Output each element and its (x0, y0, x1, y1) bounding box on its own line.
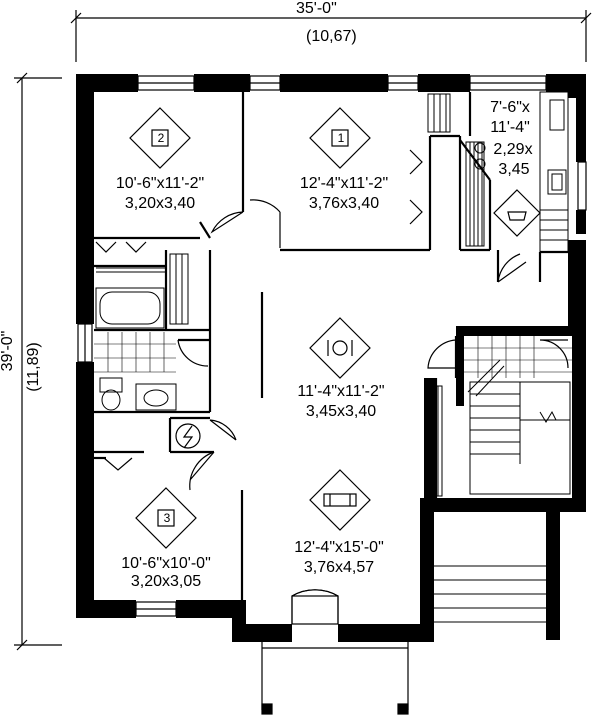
overall-width-metric-label: (10,67) (306, 28, 357, 45)
exterior-stairs (434, 565, 546, 623)
kitchen-icon (493, 189, 541, 237)
kitchen-size-metric-line2: 3,45 (498, 161, 530, 178)
bathroom-fixtures (94, 287, 177, 411)
kitchen-fixtures (474, 91, 569, 253)
kitchen-size-imperial-line2: 11'-4" (490, 119, 530, 136)
living-icon (309, 469, 371, 531)
bedroom-1-size-metric: 3,76x3,40 (308, 195, 380, 212)
interior-walls (94, 92, 568, 600)
living-size-imperial: 12'-4"x15'-0" (294, 539, 384, 556)
exterior-walls (76, 74, 586, 642)
dining-icon (309, 317, 371, 379)
bedroom-2-tag: 2 (157, 131, 165, 145)
electrical-panel-icon (175, 423, 201, 449)
stairs (467, 359, 571, 495)
bedroom-1-icon (309, 107, 371, 169)
windows (77, 75, 587, 617)
overall-depth-label: 39'-0" (0, 330, 16, 372)
closet-doors (95, 149, 423, 471)
overall-depth-metric-label: (11,89) (25, 342, 42, 392)
overall-width-label: 35'-0" (296, 0, 337, 17)
bedroom-1-tag: 1 (337, 131, 345, 145)
bedroom-3-icon (135, 487, 197, 549)
bedroom-3-tag: 3 (163, 511, 171, 525)
closet-shelves (96, 93, 485, 497)
kitchen-size-imperial-line1: 7'-6"x (490, 99, 530, 116)
dimension-lines (14, 10, 592, 651)
bedroom-1-size-imperial: 12'-4"x11'-2" (299, 175, 389, 192)
bedroom-2-icon (129, 107, 191, 169)
dining-size-metric: 3,45x3,40 (305, 403, 377, 420)
kitchen-size-metric-line1: 2,29x (493, 141, 533, 158)
bedroom-2-size-metric: 3,20x3,40 (124, 195, 196, 212)
bedroom-2-size-imperial: 10'-6"x11'-2" (115, 175, 205, 192)
dining-size-imperial: 11'-4"x11'-2" (297, 383, 385, 400)
living-size-metric: 3,76x4,57 (303, 559, 375, 576)
bedroom-3-size-metric: 3,20x3,05 (130, 573, 202, 590)
bedroom-3-size-imperial: 10'-6"x10'-0" (121, 555, 211, 572)
front-porch (261, 642, 409, 715)
entry-tile (464, 336, 572, 378)
doors (177, 199, 569, 625)
